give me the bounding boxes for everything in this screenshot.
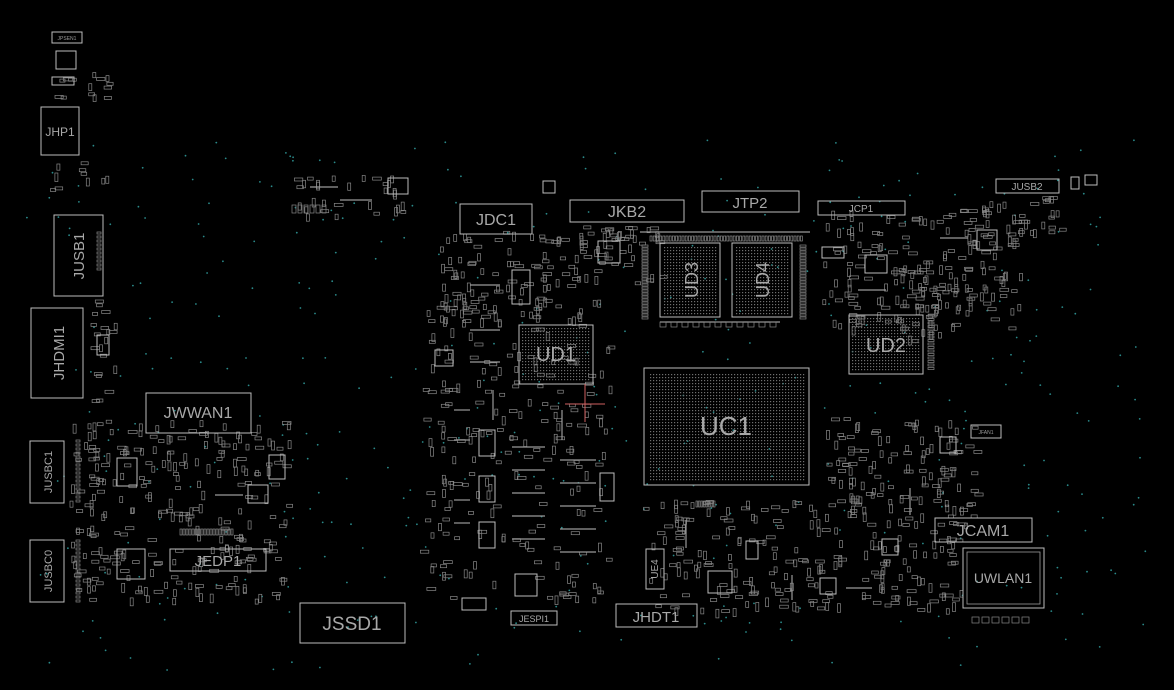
ref-label-uc1: UC1 (700, 411, 752, 441)
ref-label-jusbc0: JUSBC0 (43, 550, 55, 592)
connector-jusb1[interactable]: JUSB1 (53, 214, 104, 297)
ref-label-ue4: UE4 (650, 559, 661, 579)
ref-label-jdc1: JDC1 (476, 212, 516, 229)
connector-jhdt1[interactable]: JHDT1 (615, 603, 698, 628)
ref-label-jespi1: JESPI1 (519, 614, 549, 624)
connector-jkb2[interactable]: JKB2 (569, 199, 685, 223)
bga-pin-grid-layer (522, 247, 920, 481)
pad-strip-group (75, 186, 1030, 624)
bga-uc1[interactable]: UC1 (643, 367, 810, 486)
connector-jusb2[interactable]: JUSB2 (995, 178, 1060, 194)
ref-label-uwlan1: UWLAN1 (974, 570, 1033, 586)
passive-component-layer (50, 72, 1067, 619)
ref-label-jcam1: JCAM1 (957, 523, 1010, 540)
ref-label-jusbc1: JUSBC1 (43, 451, 55, 493)
bga-ud4[interactable]: UD4 (731, 242, 793, 318)
cursor-crosshair (565, 384, 605, 422)
ref-label-jusb2: JUSB2 (1011, 182, 1043, 193)
bga-uwlan1[interactable]: UWLAN1 (962, 547, 1045, 609)
ref-label-jhdt1: JHDT1 (633, 609, 680, 626)
ref-label-jkb2: JKB2 (608, 204, 646, 221)
bga-ud2[interactable]: UD2 (848, 314, 924, 375)
connector-jusbc1[interactable]: JUSBC1 (29, 440, 65, 504)
ref-label-jfan1: JFAN1 (978, 430, 993, 436)
ref-label-ud1: UD1 (536, 344, 576, 366)
chip-ue4[interactable]: UE4 (645, 548, 665, 590)
connector-jdc1[interactable]: JDC1 (459, 203, 533, 235)
ref-label-jpsen1: JPSEN1 (58, 36, 77, 42)
bga-ud1[interactable]: UD1 (518, 324, 594, 385)
ref-label-ud4: UD4 (753, 262, 773, 298)
ref-label-ud3: UD3 (682, 262, 702, 298)
ref-label-ud2: UD2 (866, 335, 906, 357)
ref-label-jtp2: JTP2 (732, 195, 767, 212)
ref-label-jcp1: JCP1 (849, 204, 874, 215)
ref-label-jwwan1: JWWAN1 (164, 405, 233, 422)
connector-jhdmi1[interactable]: JHDMI1 (30, 307, 84, 399)
ref-label-jhp1: JHP1 (45, 125, 75, 139)
connector-jusbc0[interactable]: JUSBC0 (29, 539, 65, 603)
connector-jwwan1[interactable]: JWWAN1 (145, 392, 252, 434)
ref-label-jssd1: JSSD1 (322, 614, 381, 635)
ref-label-jhdmi1: JHDMI1 (51, 326, 68, 380)
bga-ud3[interactable]: UD3 (659, 242, 721, 318)
connector-jssd1[interactable]: JSSD1 (299, 602, 406, 644)
misc-ic-group (51, 50, 1098, 611)
connector-jcp1[interactable]: JCP1 (817, 200, 906, 216)
connector-jpsen1[interactable]: JPSEN1 (51, 31, 83, 44)
connector-jcam1[interactable]: JCAM1 (934, 517, 1033, 543)
ref-label-jedp1: JEDP1 (195, 553, 242, 570)
connector-jhp1[interactable]: JHP1 (40, 106, 80, 156)
connector-jespi1[interactable]: JESPI1 (510, 610, 558, 626)
connector-jedp1[interactable]: JEDP1 (169, 548, 267, 572)
ref-label-jusb1: JUSB1 (71, 233, 88, 280)
connector-jfan1[interactable]: JFAN1 (970, 424, 1002, 439)
connector-jtp2[interactable]: JTP2 (701, 190, 800, 213)
